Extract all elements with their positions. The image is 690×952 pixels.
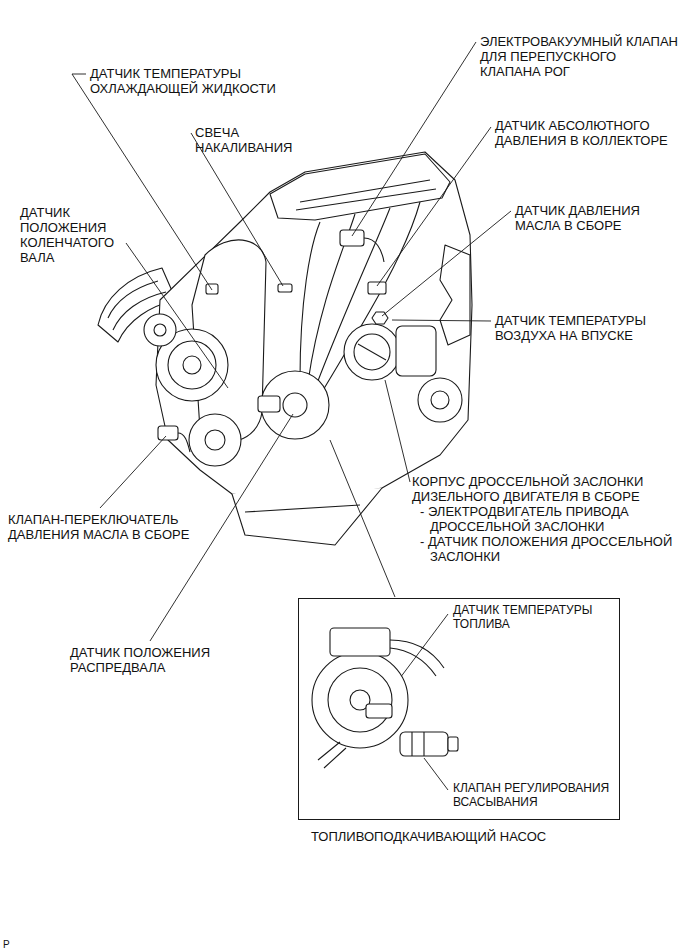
part-label: ЭЛЕКТРОВАКУУМНЫЙ КЛАПАН ДЛЯ ПЕРЕПУСКНОГО… xyxy=(480,34,680,79)
leader-line xyxy=(424,758,448,790)
part-label: ДАТЧИК ДАВЛЕНИЯ МАСЛА В СБОРЕ xyxy=(515,203,683,233)
leader-line xyxy=(352,42,476,236)
part-label: ДАТЧИК ТЕМПЕРАТУРЫ ТОПЛИВА xyxy=(453,603,617,631)
alternator xyxy=(431,391,449,409)
suction-valve-rib xyxy=(412,732,424,756)
leader-line xyxy=(392,320,491,321)
pump-head xyxy=(330,628,390,656)
fuel-pump xyxy=(283,393,307,417)
part-label: КЛАПАН-ПЕРЕКЛЮЧАТЕЛЬ ДАВЛЕНИЯ МАСЛА В СБ… xyxy=(8,512,193,542)
crank-pulley xyxy=(189,414,241,466)
exhaust-manifold xyxy=(440,245,470,345)
part-label: ДАТЧИК ТЕМПЕРАТУРЫ ВОЗДУХА НА ВПУСКЕ xyxy=(495,313,680,343)
oil-switching-valve xyxy=(158,426,178,440)
throttle-body xyxy=(354,334,390,370)
part-label: ДАТЧИК ПОЛОЖЕНИЯ КОЛЕНЧАТОГО ВАЛА xyxy=(20,205,140,265)
part-label: ДАТЧИК ТЕМПЕРАТУРЫ ОХЛАЖДАЮЩЕЙ ЖИДКОСТИ xyxy=(90,66,305,96)
leader-line xyxy=(330,440,395,597)
suction-valve xyxy=(400,732,448,756)
pulley xyxy=(168,341,216,389)
leader-lines xyxy=(72,42,511,790)
fuel-temp-sensor xyxy=(366,704,392,718)
map-sensor xyxy=(368,282,386,294)
part-label: КЛАПАН РЕГУЛИРОВАНИЯ ВСАСЫВАНИЯ xyxy=(453,781,617,809)
valve-cover-rib xyxy=(296,180,436,210)
vacuum-valve-wire xyxy=(364,238,384,262)
valve-cover xyxy=(270,154,450,220)
part-label: ДАТЧИК АБСОЛЮТНОГО ДАВЛЕНИЯ В КОЛЛЕКТОРЕ xyxy=(495,118,670,148)
part-label: - ЭЛЕКТРОДВИГАТЕЛЬ ПРИВОДА ДРОССЕЛЬНОЙ З… xyxy=(420,504,682,534)
engine-block xyxy=(156,152,472,503)
leader-line xyxy=(377,127,491,286)
leader-line xyxy=(100,436,166,508)
pump-body xyxy=(328,668,392,732)
part-label: - ДАТЧИК ПОЛОЖЕНИЯ ДРОССЕЛЬНОЙ ЗАСЛОНКИ xyxy=(420,534,682,564)
pump-fitting xyxy=(258,396,280,412)
vacuum-valve xyxy=(340,230,364,246)
leader-line xyxy=(72,74,212,290)
inset-caption: ТОПЛИВОПОДКАЧИВАЮЩИЙ НАСОС xyxy=(311,829,546,844)
pump-body xyxy=(312,652,408,748)
intake-hose-rib xyxy=(108,281,158,318)
oil-pan-rib xyxy=(245,505,360,512)
part-label: ДАТЧИК ПОЛОЖЕНИЯ РАСПРЕДВАЛА xyxy=(70,645,235,675)
leader-line xyxy=(126,243,228,388)
inset-box: ДАТЧИК ТЕМПЕРАТУРЫ ТОПЛИВА КЛАПАН РЕГУЛИР… xyxy=(298,598,620,820)
leader-line xyxy=(385,380,410,482)
pulley xyxy=(183,356,201,374)
oil-pressure-sensor xyxy=(372,312,388,324)
throttle-plate xyxy=(358,344,386,360)
crank-pulley xyxy=(205,430,225,450)
idler-pulley xyxy=(154,324,166,336)
leader-line xyxy=(191,133,283,286)
pump-drawing xyxy=(312,628,458,768)
throttle-motor xyxy=(396,326,436,376)
oil-pan xyxy=(232,488,382,545)
pump-pipe xyxy=(390,648,436,676)
coolant-sensor xyxy=(206,284,218,294)
idler-pulley xyxy=(144,314,176,346)
pump-pipe xyxy=(390,640,444,668)
part-label: КОРПУС ДРОССЕЛЬНОЙ ЗАСЛОНКИ ДИЗЕЛЬНОГО Д… xyxy=(412,474,684,504)
suction-valve-plug xyxy=(448,737,458,751)
part-label: СВЕЧА НАКАЛИВАНИЯ xyxy=(195,125,315,155)
alternator xyxy=(418,378,462,422)
glow-plug xyxy=(278,284,292,292)
wire xyxy=(178,433,190,452)
pump-pipe xyxy=(318,742,346,768)
page-mark: P xyxy=(3,937,23,952)
throttle-body xyxy=(344,324,400,380)
leader-line xyxy=(382,211,511,316)
